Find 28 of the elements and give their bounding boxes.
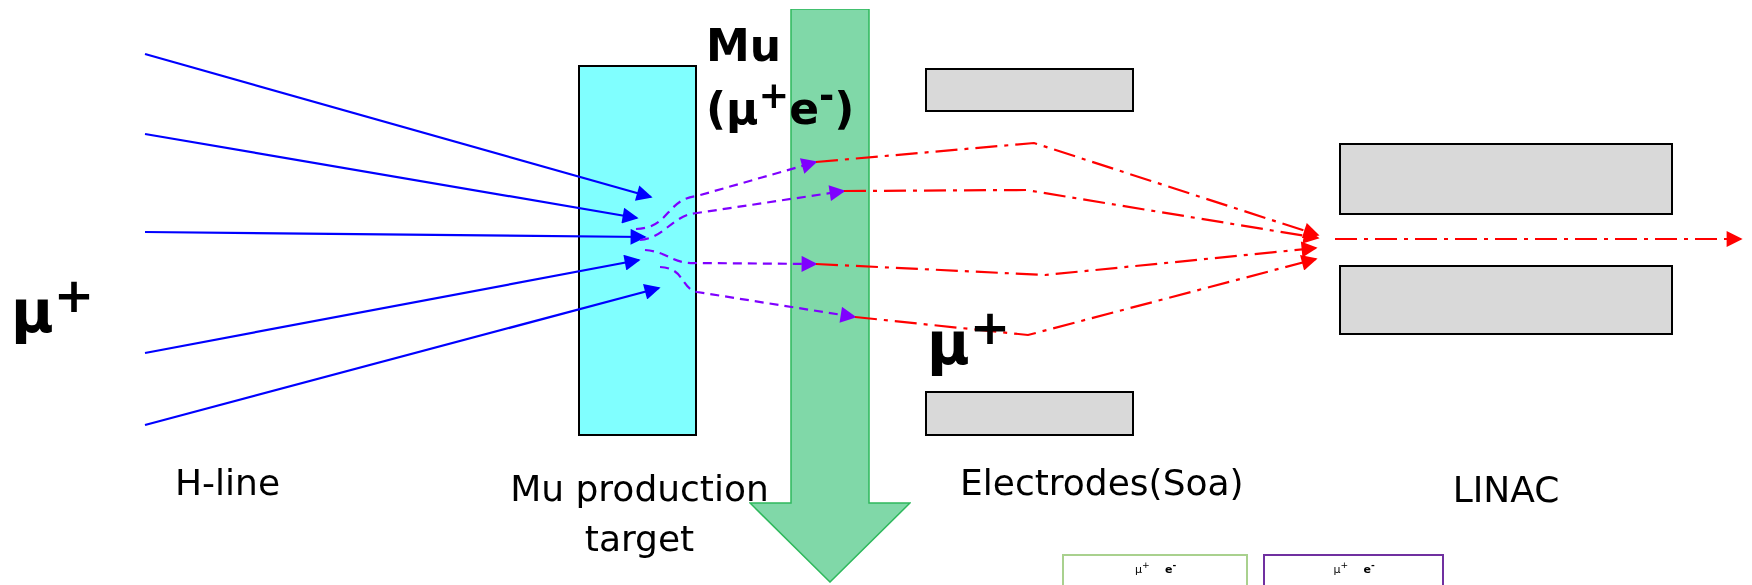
inset-panel	[1062, 554, 1248, 585]
arrow	[1335, 231, 1743, 247]
arrow	[815, 241, 1318, 277]
arrow	[145, 228, 647, 245]
particle-symbol: μ$^{+}$	[1333, 560, 1349, 577]
electrode-label: Electrodes(Soa)	[960, 462, 1244, 504]
arrow	[144, 52, 653, 201]
particle-label: μ$^{+}$	[11, 268, 95, 346]
particle-symbol: e$^{-}$	[1165, 560, 1177, 577]
arrow	[635, 158, 818, 231]
particle-label: Mu (μ$^{+}$e$^{-}$)	[706, 19, 856, 136]
arrow	[144, 254, 641, 355]
arrow	[854, 254, 1318, 337]
electrode-plate	[925, 68, 1134, 112]
beamline-label: H-line	[175, 462, 281, 504]
component-label: LINAC	[1451, 468, 1561, 512]
inset-panel	[1263, 554, 1444, 585]
arrow	[144, 132, 639, 224]
arrow	[144, 284, 661, 427]
particle-symbol: e$^{-}$	[1363, 560, 1375, 577]
arrow	[659, 265, 857, 323]
arrow	[815, 141, 1320, 239]
arrow	[639, 185, 846, 242]
component-label: Mu production target	[509, 467, 770, 562]
electrode-plate	[925, 391, 1134, 436]
particle-symbol: μ$^{+}$	[1135, 560, 1150, 577]
arrow	[844, 188, 1320, 244]
arrow	[644, 248, 818, 272]
